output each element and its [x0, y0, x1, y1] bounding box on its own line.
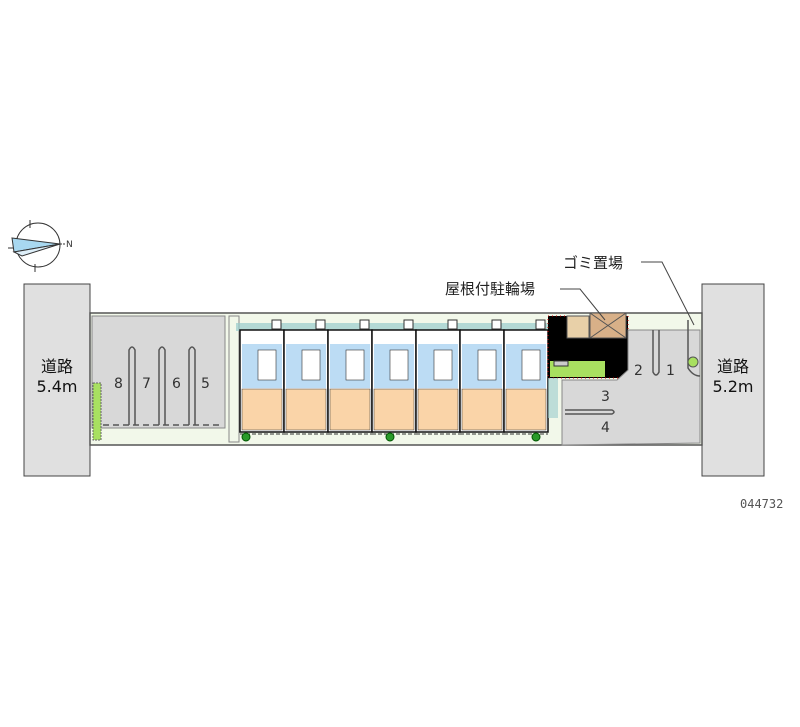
property-id: 044732 [740, 497, 783, 511]
road-right [701, 283, 765, 477]
parking-number-3: 3 [601, 389, 610, 405]
hedge-left [92, 382, 102, 441]
road-left-name: 道路 [41, 357, 73, 376]
apartment-unit [415, 319, 461, 435]
parking-number-8: 8 [114, 376, 123, 392]
apartment-unit [371, 319, 417, 435]
road-left [23, 283, 91, 477]
parking-number-4: 4 [601, 420, 610, 436]
svg-text:N: N [66, 240, 73, 250]
parking-number-7: 7 [142, 376, 151, 392]
parking-number-6: 6 [172, 376, 181, 392]
parking-number-5: 5 [201, 376, 210, 392]
apartment-unit [283, 319, 329, 435]
parking-left [103, 346, 222, 426]
road-left-width: 5.4m [36, 377, 77, 396]
tree-icon [385, 432, 395, 442]
apartment-unit [239, 319, 285, 435]
tree-icon [531, 432, 541, 442]
compass-icon: N [8, 220, 73, 272]
apartment-unit [503, 319, 549, 435]
tree-icon [241, 432, 251, 442]
apartment-unit [327, 319, 373, 435]
apartment-unit [459, 319, 505, 435]
apartment-units [239, 319, 549, 442]
parking-number-2: 2 [634, 363, 643, 379]
parking-number-1: 1 [666, 363, 675, 379]
road-right-name: 道路 [717, 357, 749, 376]
garbage-label: ゴミ置場 [563, 254, 623, 272]
road-right-width: 5.2m [712, 377, 753, 396]
bike-parking-label: 屋根付駐輪場 [445, 280, 535, 298]
